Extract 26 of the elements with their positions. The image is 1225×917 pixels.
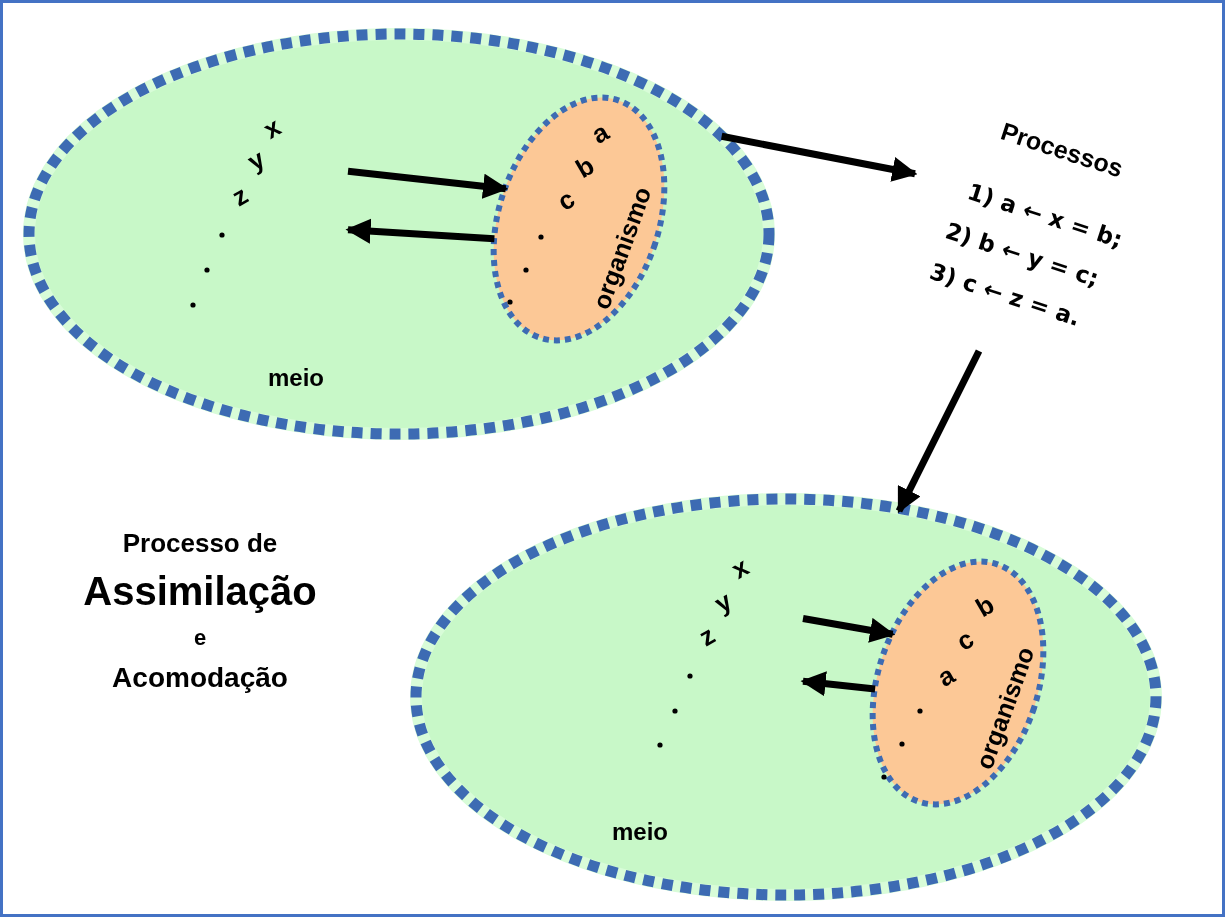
- arrow: [345, 218, 495, 244]
- variable-letter: a: [587, 118, 613, 148]
- variable-letter: c: [952, 625, 978, 655]
- variable-letter: x: [259, 113, 285, 143]
- arrow: [802, 615, 896, 643]
- environment-ellipse: [23, 28, 775, 440]
- arrow: [800, 671, 876, 697]
- title-text: Processo de: [122, 530, 278, 556]
- arrow: [895, 349, 983, 514]
- title-text: e: [193, 627, 207, 649]
- variable-letter: b: [971, 590, 999, 622]
- variable-letter: z: [694, 621, 720, 651]
- variable-letter: b: [571, 151, 599, 183]
- variable-letter: x: [727, 553, 753, 583]
- environment-label: meio: [268, 366, 324, 390]
- arrow: [347, 167, 509, 199]
- environment-label: meio: [612, 820, 668, 844]
- variable-letter: c: [553, 185, 579, 215]
- environment-ellipse: [410, 493, 1162, 901]
- variable-letter: y: [243, 145, 269, 175]
- variable-letter: a: [933, 661, 959, 691]
- variable-letter: z: [227, 181, 253, 211]
- arrow: [721, 132, 918, 182]
- title-text: Acomodação: [112, 664, 288, 692]
- title-text: Assimilação: [83, 571, 317, 611]
- variable-letter: y: [710, 587, 736, 617]
